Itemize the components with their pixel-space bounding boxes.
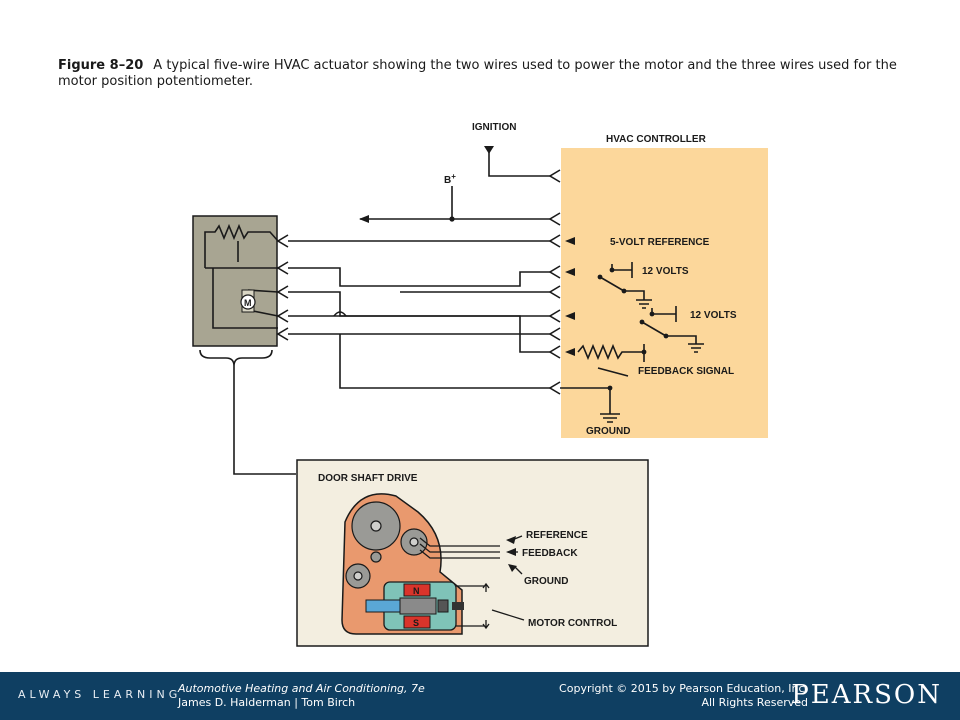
hvac-controller-title: HVAC CONTROLLER [606,134,707,145]
ground-label: GROUND [586,426,630,437]
commutator [437,599,449,613]
book-info: Automotive Heating and Air Conditioning,… [178,682,425,710]
book-authors: James D. Halderman | Tom Birch [178,696,356,709]
motor-icon [240,294,256,310]
twelve-volts-label-2: 12 VOLTS [690,310,737,321]
door-ground-label: GROUND [524,576,568,587]
switch1-top-dot [609,267,615,273]
wiring-diagram: M IGNITION B+ HVAC CONTROLLER 5-VOLT REF… [192,122,768,647]
five-volt-reference-label: 5-VOLT REFERENCE [610,237,710,248]
rights-text: All Rights Reserved [701,696,808,709]
figure-number: Figure 8–20 [58,58,144,73]
armature [399,597,437,615]
footer-bar: ALWAYS LEARNING Automotive Heating and A… [0,672,960,720]
switch1-pole-dot [621,288,627,294]
b-plus-junction-dot [449,216,455,222]
controller-ground-dot [607,385,613,391]
feedback-dot [641,349,647,355]
magnet-s-label: S [413,618,419,628]
motor-symbol-label: M [244,298,252,308]
b-plus-label: B+ [444,172,456,186]
switch2-dot [639,319,645,325]
magnet-n-label: N [413,586,420,596]
ignition-arrow-icon [484,146,494,154]
copyright-block: Copyright © 2015 by Pearson Education, I… [559,682,808,710]
drive-shaft [365,599,401,613]
hvac-controller-box [561,148,768,438]
twelve-volts-label-1: 12 VOLTS [642,266,689,277]
switch2-pole-dot [663,333,669,339]
motor-control-label: MOTOR CONTROL [528,618,617,629]
door-shaft-drive-title: DOOR SHAFT DRIVE [318,473,418,484]
ignition-label: IGNITION [472,122,516,133]
copyright-text: Copyright © 2015 by Pearson Education, I… [559,682,808,695]
pinion-gear-icon [370,551,382,563]
magnet-north [403,583,431,597]
brush [452,602,464,610]
feedback-label: FEEDBACK [522,548,578,559]
reference-label: REFERENCE [526,530,588,541]
always-learning-tagline: ALWAYS LEARNING [18,688,182,701]
feedback-signal-label: FEEDBACK SIGNAL [638,366,734,377]
book-title: Automotive Heating and Air Conditioning,… [178,682,425,695]
switch2-top-dot [649,311,655,317]
switch1-dot [597,274,603,280]
figure-caption-text: A typical five-wire HVAC actuator showin… [58,58,897,89]
magnet-south [403,615,431,629]
pearson-logo: PEARSON [791,680,942,710]
